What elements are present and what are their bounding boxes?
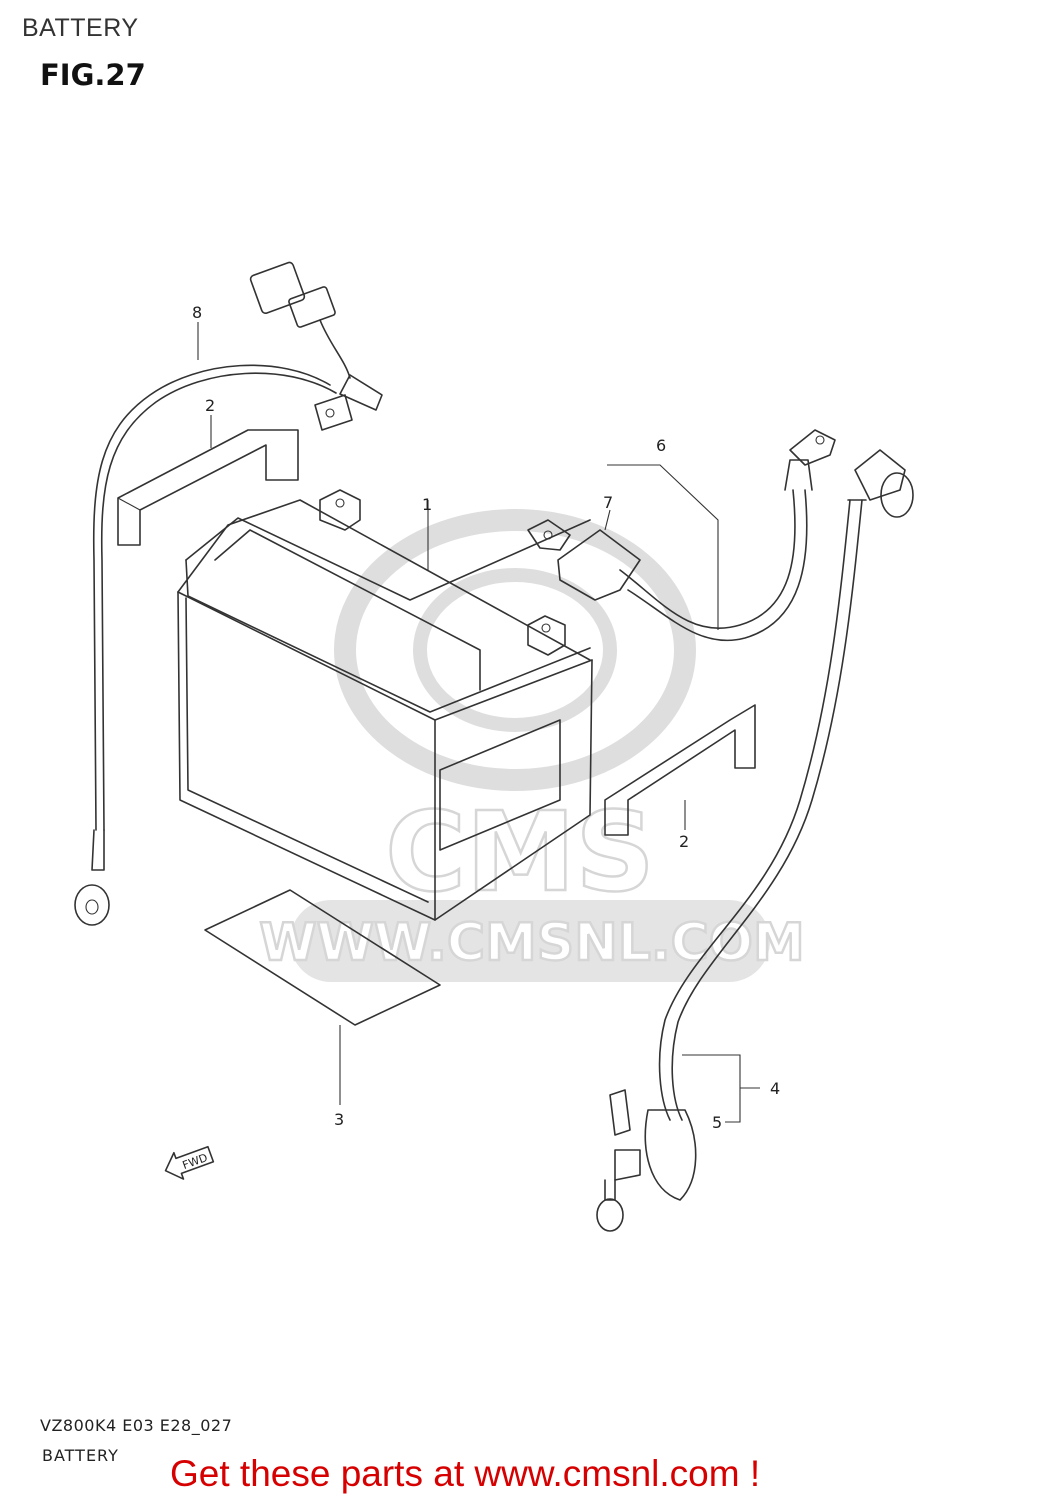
callout-4: 4 [770, 1079, 780, 1098]
diagram-code: VZ800K4 E03 E28_027 [40, 1416, 233, 1435]
diagram-name: BATTERY [42, 1446, 119, 1465]
watermark: WWW.CMSNL.COM CMS [258, 509, 806, 982]
callout-8: 8 [192, 303, 202, 322]
part-6-7-positive-cable [527, 429, 836, 642]
cta-link[interactable]: Get these parts at www.cmsnl.com ! [170, 1453, 761, 1494]
part-3-mat [204, 889, 441, 1105]
watermark-logo: CMS [385, 788, 654, 916]
callout-3: 3 [334, 1110, 344, 1129]
figure-number: FIG.27 [40, 58, 146, 92]
callout-6: 6 [656, 436, 666, 455]
part-1-battery [177, 489, 593, 921]
part-2-lower-pad [604, 704, 756, 836]
part-4-5-negative-cable [596, 449, 914, 1232]
callout-2-lower: 2 [679, 832, 689, 851]
fwd-arrow-icon: FWD [164, 1145, 215, 1180]
part-2-upper-pad [117, 415, 299, 546]
watermark-url-pill [290, 900, 770, 982]
callout-2-upper: 2 [205, 396, 215, 415]
callout-5: 5 [712, 1113, 722, 1132]
part-8-lead-wire [74, 261, 383, 926]
callout-1: 1 [422, 495, 432, 514]
callout-7: 7 [603, 493, 613, 512]
section-title: BATTERY [22, 14, 139, 42]
